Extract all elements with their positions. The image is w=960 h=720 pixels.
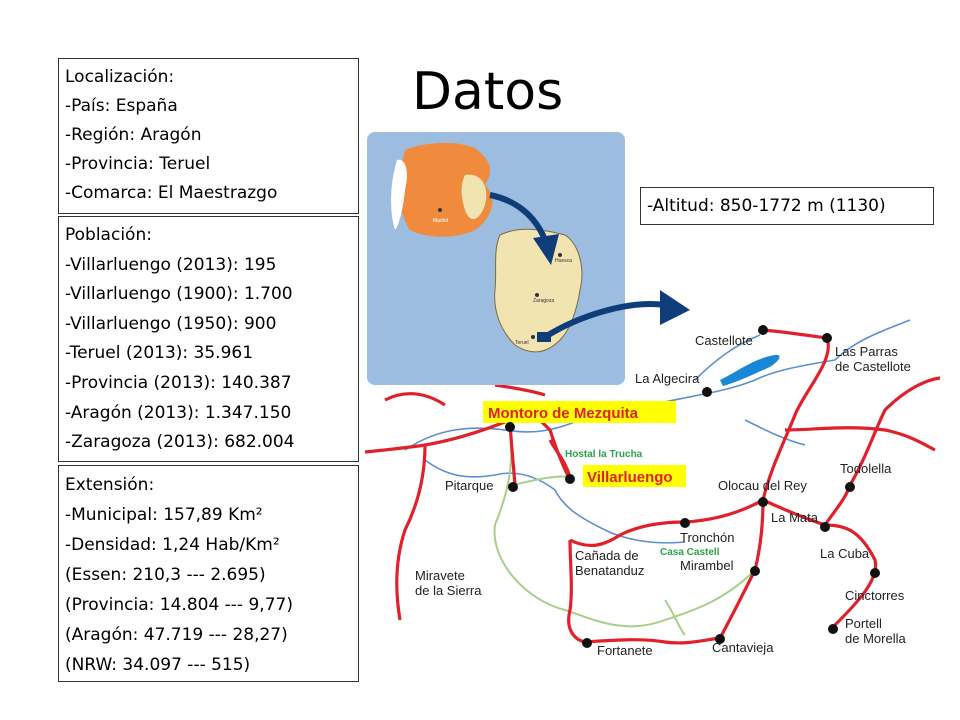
population-line: -Villarluengo (2013): 195 bbox=[65, 254, 277, 275]
label-bg bbox=[583, 465, 686, 487]
extension-line: -Municipal: 157,89 Km² bbox=[65, 505, 263, 525]
town-dot bbox=[508, 482, 518, 492]
town-dot bbox=[565, 474, 575, 484]
town-label: Pitarque bbox=[445, 478, 493, 493]
inset-label: Madrid bbox=[433, 218, 449, 224]
town-label: Castellote bbox=[695, 333, 753, 348]
town-dots bbox=[505, 325, 880, 648]
town-label-villarluengo: Villarluengo bbox=[587, 469, 673, 486]
inset-marker bbox=[537, 332, 551, 342]
town-dot bbox=[680, 518, 690, 528]
town-dot bbox=[822, 333, 832, 343]
population-line: -Aragón (2013): 1.347.150 bbox=[65, 402, 292, 423]
altitude-box: -Altitud: 850-1772 m (1130) bbox=[640, 187, 934, 225]
town-label: Cinctorres bbox=[845, 588, 905, 603]
location-line: -Región: Aragón bbox=[65, 125, 202, 145]
inset-map: Madrid Huesca Zaragoza Teruel bbox=[367, 132, 625, 385]
town-dot bbox=[870, 568, 880, 578]
town-label: La Cuba bbox=[820, 546, 870, 561]
town-label: Todolella bbox=[840, 461, 892, 476]
town-dot bbox=[750, 566, 760, 576]
altitude-text: -Altitud: 850-1772 m (1130) bbox=[647, 196, 886, 216]
reservoir bbox=[720, 354, 780, 386]
location-heading: Localización: bbox=[65, 67, 175, 87]
inset-aragon bbox=[494, 228, 583, 353]
extension-heading: Extensión: bbox=[65, 475, 155, 495]
population-box: Población: -Villarluengo (2013): 195 -Vi… bbox=[58, 216, 359, 462]
inset-label: Teruel bbox=[515, 340, 529, 346]
inset-label: Zaragoza bbox=[533, 298, 554, 304]
label-bg bbox=[483, 401, 676, 423]
zoom-arrow-icon bbox=[543, 301, 666, 340]
town-label-montoro: Montoro de Mezquita bbox=[488, 405, 639, 422]
inset-label: Huesca bbox=[555, 258, 572, 264]
location-line: -País: España bbox=[65, 96, 178, 116]
town-label: Fortanete bbox=[597, 643, 653, 658]
town-dot bbox=[758, 325, 768, 335]
town-dot bbox=[758, 497, 768, 507]
inset-city-dot bbox=[531, 335, 535, 339]
map-figure: Montoro de Mezquita Villarluengo Hostal … bbox=[364, 130, 945, 670]
town-label: La Mata bbox=[771, 510, 819, 525]
location-box: Localización: -País: España -Región: Ara… bbox=[58, 58, 359, 214]
inset-city-dot bbox=[438, 208, 442, 212]
inset-city-dot bbox=[558, 253, 562, 257]
town-label-casa-castell: Casa Castell bbox=[660, 547, 720, 558]
extension-line: (NRW: 34.097 --- 515) bbox=[65, 655, 251, 675]
town-dot bbox=[582, 638, 592, 648]
town-dot bbox=[820, 522, 830, 532]
population-line: -Zaragoza (2013): 682.004 bbox=[65, 432, 295, 453]
slide-title: Datos bbox=[412, 62, 564, 122]
zoom-arrow-head bbox=[533, 234, 559, 265]
population-line: -Teruel (2013): 35.961 bbox=[65, 343, 254, 364]
town-dot bbox=[828, 624, 838, 634]
town-label: La Algecira bbox=[635, 371, 700, 386]
town-label-hostal: Hostal la Trucha bbox=[565, 449, 643, 460]
extension-line: (Aragón: 47.719 --- 28,27) bbox=[65, 625, 288, 645]
population-heading: Población: bbox=[65, 225, 152, 245]
town-dot bbox=[702, 387, 712, 397]
town-label: Cantavieja bbox=[712, 640, 774, 655]
location-line: -Provincia: Teruel bbox=[65, 154, 211, 174]
arrows bbox=[489, 192, 690, 340]
town-dot bbox=[505, 422, 515, 432]
population-line: -Provincia (2013): 140.387 bbox=[65, 372, 292, 393]
extension-line: -Densidad: 1,24 Hab/Km² bbox=[65, 535, 280, 555]
inset-portugal bbox=[391, 159, 408, 230]
town-label: Tronchón bbox=[680, 530, 734, 545]
town-dot bbox=[845, 482, 855, 492]
population-line: -Villarluengo (1900): 1.700 bbox=[65, 284, 293, 305]
zoom-arrow-head bbox=[660, 290, 690, 325]
population-line: -Villarluengo (1950): 900 bbox=[65, 313, 277, 334]
extension-line: (Provincia: 14.804 --- 9,77) bbox=[65, 595, 293, 615]
inset-aragon-small bbox=[461, 174, 487, 220]
inset-city-dot bbox=[535, 293, 539, 297]
location-line: -Comarca: El Maestrazgo bbox=[65, 183, 278, 203]
map-svg: Montoro de Mezquita Villarluengo Hostal … bbox=[364, 132, 941, 658]
extension-line: (Essen: 210,3 --- 2.695) bbox=[65, 565, 266, 585]
town-label: Mirambel bbox=[680, 558, 734, 573]
highlight-labels: Montoro de Mezquita Villarluengo Hostal … bbox=[483, 401, 720, 558]
extension-box: Extensión: -Municipal: 157,89 Km² -Densi… bbox=[58, 465, 359, 682]
town-label: Olocau del Rey bbox=[718, 478, 807, 493]
town-dot bbox=[715, 634, 725, 644]
zoom-arrow-icon bbox=[489, 192, 548, 242]
